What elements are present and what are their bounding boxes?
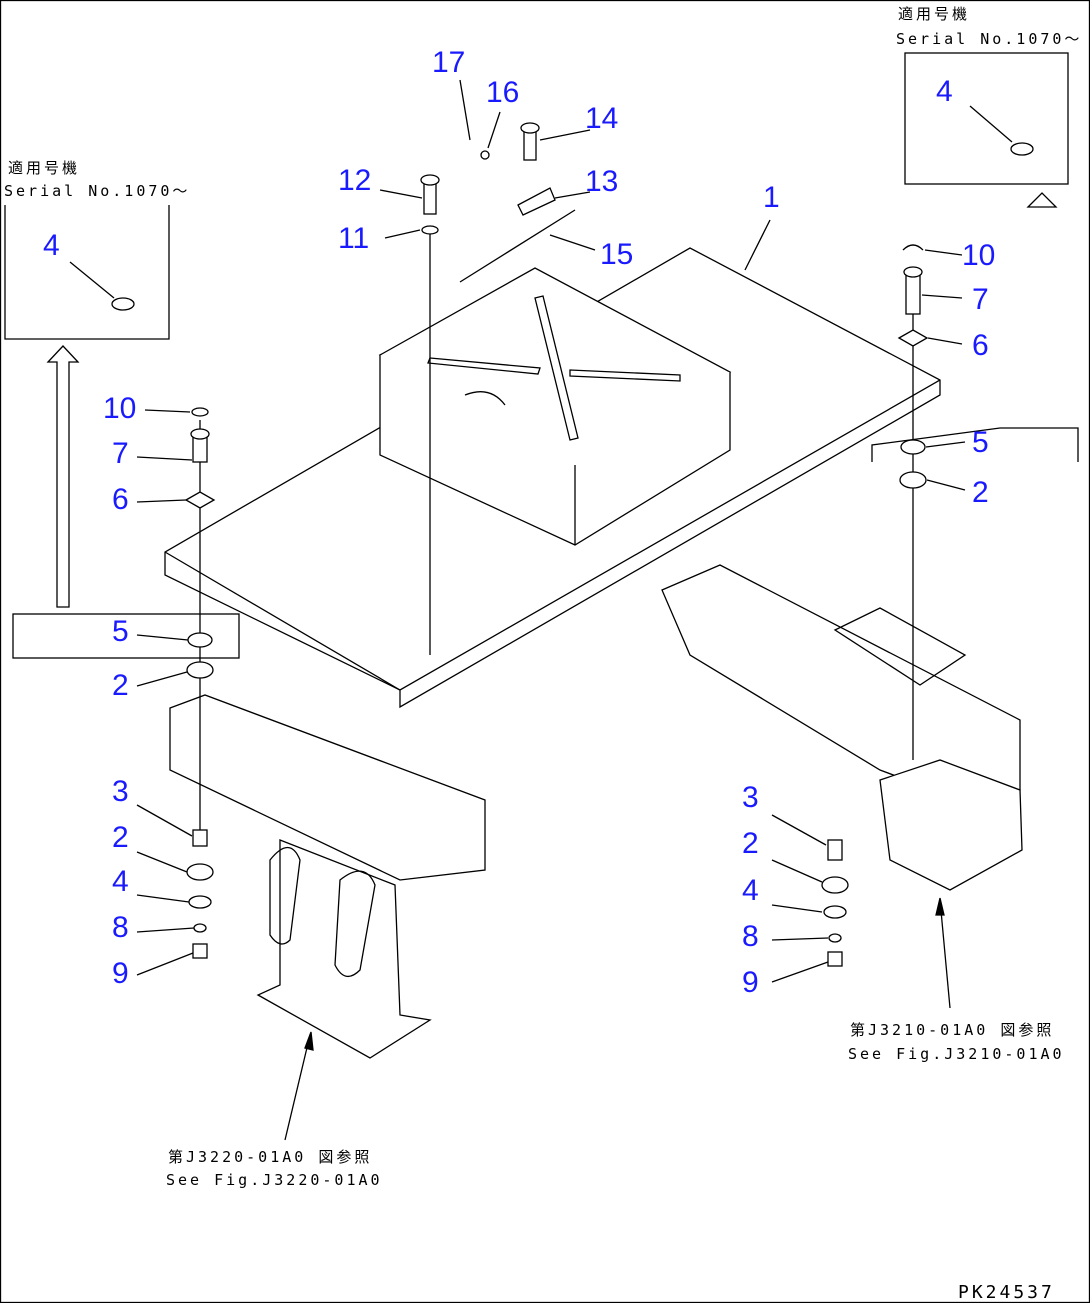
callout-2: 2	[972, 476, 989, 509]
callout-6: 6	[112, 483, 129, 516]
callout-1: 1	[763, 181, 780, 214]
ref-right-jp: 第J3210-01A0 図参照	[850, 1021, 1054, 1039]
ref-right-en: See Fig.J3210-01A0	[848, 1045, 1065, 1063]
ref-left-jp: 第J3220-01A0 図参照	[168, 1148, 372, 1166]
callout-10: 10	[103, 392, 136, 425]
callout-3: 3	[742, 781, 759, 814]
right-frame	[661, 564, 1023, 891]
inset-right: 適用号機 Serial No.1070～ 4	[896, 5, 1082, 208]
callout-15: 15	[600, 238, 633, 271]
callout-13: 13	[585, 165, 618, 198]
callout-17: 17	[432, 46, 465, 79]
inset-left: 適用号機 Serial No.1070～ 4	[4, 159, 240, 659]
callout-2: 2	[112, 669, 129, 702]
callout-9: 9	[112, 957, 129, 990]
inset-right-serial: Serial No.1070～	[896, 30, 1082, 48]
callout-5: 5	[972, 426, 989, 459]
washer-icon	[1010, 142, 1034, 156]
callout-10: 10	[962, 239, 995, 272]
callout: 4	[43, 229, 60, 262]
callout-7: 7	[112, 437, 129, 470]
callout-11: 11	[338, 222, 369, 255]
inset-right-title: 適用号機	[898, 5, 970, 23]
inset-left-title: 適用号機	[8, 159, 80, 177]
callout-5: 5	[112, 615, 129, 648]
callout-8: 8	[742, 920, 759, 953]
callout-8: 8	[112, 911, 129, 944]
inset-left-serial: Serial No.1070～	[4, 182, 190, 200]
callout-2: 2	[742, 827, 759, 860]
callout-4: 4	[112, 865, 129, 898]
callout: 4	[936, 75, 953, 108]
callout-12: 12	[338, 164, 371, 197]
callout-3: 3	[112, 775, 129, 808]
washer-icon	[111, 297, 135, 311]
ref-left-en: See Fig.J3220-01A0	[166, 1171, 383, 1189]
diagram-id: PK24537	[958, 1282, 1055, 1303]
callouts: 1 17 16 14 13 12 11 15 10 7 6 5 2 3 2 4 …	[103, 46, 995, 999]
callout-4: 4	[742, 874, 759, 907]
leader-lines	[136, 79, 966, 1141]
callout-14: 14	[585, 102, 618, 135]
callout-9: 9	[742, 966, 759, 999]
arrow-up-icon	[1026, 192, 1058, 208]
callout-7: 7	[972, 283, 989, 316]
callout-2: 2	[112, 821, 129, 854]
callout-6: 6	[972, 329, 989, 362]
callout-16: 16	[486, 76, 519, 109]
fasteners	[184, 122, 929, 967]
floor-plate	[164, 247, 941, 709]
left-pedestal	[169, 694, 486, 1059]
arrow-up-icon	[46, 345, 80, 608]
